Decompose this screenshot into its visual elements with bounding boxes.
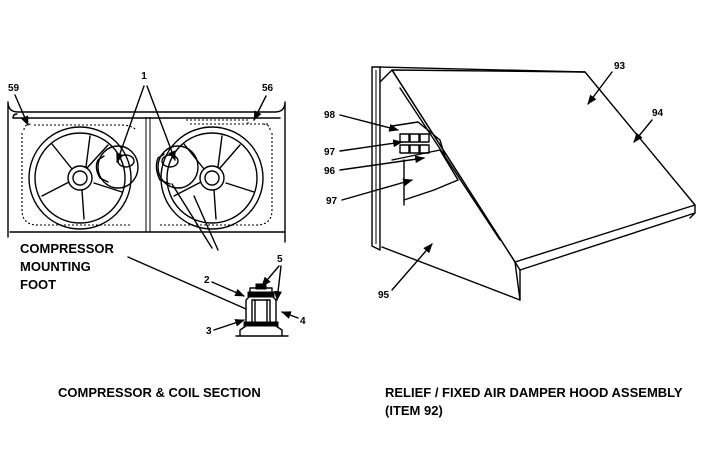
callout-59-number: 59 <box>8 83 20 94</box>
compressor-mounting-foot-label: COMPRESSOR MOUNTING FOOT <box>20 241 247 310</box>
mounting-foot-detail <box>235 283 289 337</box>
callout-98-number: 98 <box>324 110 336 121</box>
callout-5-number: 5 <box>277 254 283 265</box>
damper-blades <box>391 121 459 206</box>
foot-label-line-1: COMPRESSOR <box>20 241 115 256</box>
callout-4: 4 <box>281 311 306 327</box>
foot-leader <box>127 256 247 310</box>
foot-leader-right-2 <box>193 195 219 251</box>
callout-97a-number: 97 <box>324 147 336 158</box>
callout-1-number: 1 <box>141 71 147 82</box>
callout-97-lower: 97 <box>326 178 413 207</box>
right-fan <box>160 126 264 230</box>
right-caption-line-2: (ITEM 92) <box>385 403 443 418</box>
callout-95: 95 <box>378 243 433 301</box>
left-caption: COMPRESSOR & COIL SECTION <box>58 385 261 400</box>
callout-56-number: 56 <box>262 83 274 94</box>
callout-2-number: 2 <box>204 275 210 286</box>
callout-5: 5 <box>261 254 283 301</box>
callout-94: 94 <box>633 108 664 143</box>
left-fan <box>28 126 132 230</box>
callout-59: 59 <box>8 83 29 126</box>
callout-93: 93 <box>587 61 626 105</box>
callout-97b-number: 97 <box>326 196 338 207</box>
callout-3-number: 3 <box>206 326 212 337</box>
callout-96: 96 <box>324 155 425 177</box>
foot-label-line-2: MOUNTING <box>20 259 91 274</box>
callout-97-upper: 97 <box>324 139 403 158</box>
compressor-coil-section: 1 59 56 COMPRESSOR MOUNTING FOOT <box>7 71 306 400</box>
callout-4-number: 4 <box>300 316 306 327</box>
callout-2: 2 <box>204 275 245 297</box>
foot-leader-right <box>171 183 213 249</box>
callout-96-number: 96 <box>324 166 336 177</box>
callout-1: 1 <box>116 71 176 163</box>
foot-label-line-3: FOOT <box>20 277 56 292</box>
damper-hood-assembly: 93 94 98 97 96 97 95 RELIEF / FIXED AIR … <box>324 61 696 418</box>
callout-3: 3 <box>206 319 245 337</box>
callout-93-number: 93 <box>614 61 626 72</box>
coil-cabinet <box>7 101 286 243</box>
hood-side-panel <box>379 69 521 301</box>
right-caption-line-1: RELIEF / FIXED AIR DAMPER HOOD ASSEMBLY <box>385 385 683 400</box>
hood-top-panel <box>391 69 696 301</box>
callout-56: 56 <box>253 83 274 121</box>
callout-95-number: 95 <box>378 290 390 301</box>
callout-94-number: 94 <box>652 108 664 119</box>
callout-98: 98 <box>324 110 399 132</box>
